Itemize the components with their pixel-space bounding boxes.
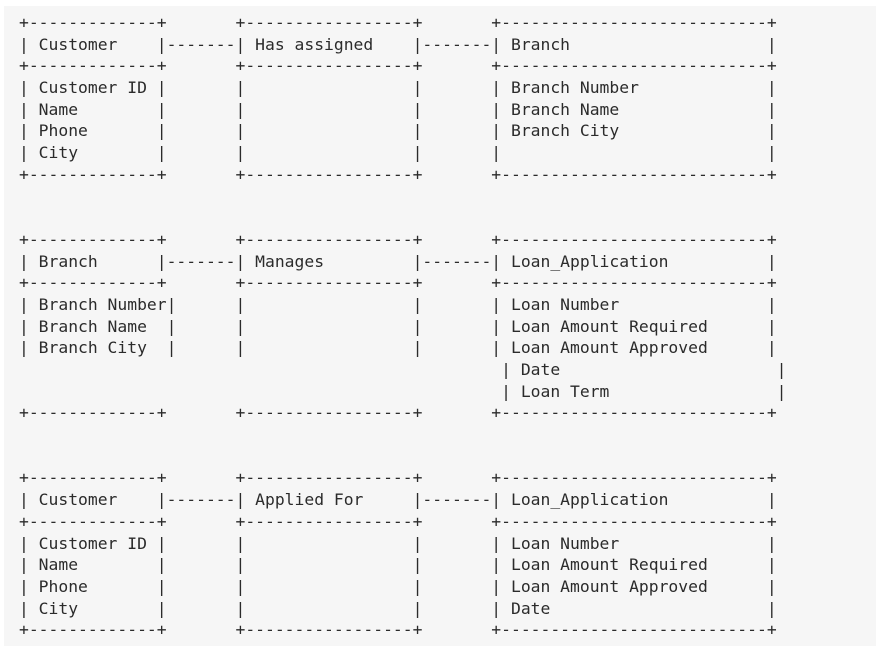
diagram-line: +-------------+ +-----------------+ +---… (19, 620, 777, 640)
diagram-line: | Branch Number| | | | Loan Number | (19, 294, 777, 314)
diagram-line: | Branch City | | | | Loan Amount Approv… (19, 338, 777, 358)
ascii-er-diagram: +-------------+ +-----------------+ +---… (19, 12, 787, 641)
diagram-line: | Loan Term | (19, 381, 787, 401)
diagram-line: +-------------+ +-----------------+ +---… (19, 229, 777, 249)
diagram-line: | City | | | | | (19, 143, 777, 163)
diagram-line: | Branch |-------| Manages |-------| Loa… (19, 251, 777, 271)
diagram-line: | City | | | | Date | (19, 598, 777, 618)
diagram-line: +-------------+ +-----------------+ +---… (19, 511, 777, 531)
diagram-line: | Phone | | | | Branch City | (19, 121, 777, 141)
diagram-line: | Phone | | | | Loan Amount Approved | (19, 576, 777, 596)
diagram-line: +-------------+ +-----------------+ +---… (19, 273, 777, 293)
diagram-line (19, 186, 787, 208)
diagram-line (19, 424, 787, 446)
diagram-line: | Customer ID | | | | Loan Number | (19, 533, 777, 553)
diagram-line: +-------------+ +-----------------+ +---… (19, 164, 777, 184)
diagram-line: | Branch Name | | | | Loan Amount Requir… (19, 316, 777, 336)
diagram-line: | Customer ID | | | | Branch Number | (19, 78, 777, 98)
diagram-line (19, 207, 787, 229)
diagram-line: | Customer |-------| Applied For |------… (19, 490, 777, 510)
diagram-line (19, 446, 787, 468)
diagram-line: | Customer |-------| Has assigned |-----… (19, 34, 777, 54)
diagram-line: | Name | | | | Loan Amount Required | (19, 555, 777, 575)
diagram-line: +-------------+ +-----------------+ +---… (19, 403, 777, 423)
code-block: +-------------+ +-----------------+ +---… (4, 6, 876, 646)
diagram-line: | Date | (19, 360, 787, 379)
diagram-line: +-------------+ +-----------------+ +---… (19, 468, 777, 488)
diagram-line: | Name | | | | Branch Name | (19, 99, 777, 119)
diagram-line: +-------------+ +-----------------+ +---… (19, 13, 777, 32)
diagram-line: +-------------+ +-----------------+ +---… (19, 56, 777, 76)
